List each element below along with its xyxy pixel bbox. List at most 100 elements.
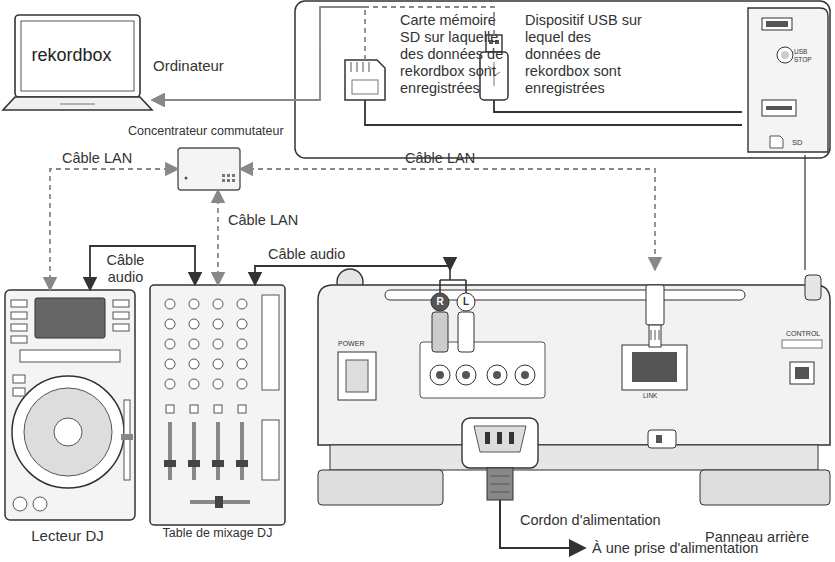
- power-cord: [487, 468, 585, 548]
- dj-mixer-illustration-part: [189, 359, 199, 369]
- front-panel-detail-part: [770, 136, 783, 148]
- dj-player-illustration-part: [11, 324, 27, 331]
- switching-hub-box-part: [227, 179, 230, 182]
- rear-panel: Panneau arrière: [315, 270, 830, 505]
- dj-player-illustration-part: [54, 418, 82, 446]
- cable-connector: [494, 100, 742, 112]
- node-sublabel: Ordinateur: [153, 57, 263, 75]
- switching-hub-box: [178, 148, 240, 190]
- dj-mixer-illustration-part: [188, 460, 200, 467]
- dj-mixer-illustration-part: [213, 379, 223, 389]
- computer: rekordboxOrdinateur: [3, 15, 152, 112]
- rear-panel-illustration-part: [330, 445, 818, 470]
- dj-player-illustration-part: [12, 376, 124, 488]
- part-label: Cordon d'alimentation: [520, 512, 661, 529]
- switching-hub-box-part: [178, 148, 240, 190]
- rear-panel-illustration-part: [649, 325, 661, 347]
- dj-player-illustration-part: [33, 497, 47, 511]
- dj-player: Lecteur DJ: [5, 290, 135, 520]
- dj-mixer-illustration-part: [238, 405, 246, 413]
- rear-panel-illustration-part: [432, 312, 448, 352]
- front-panel-detail-part: [766, 21, 788, 27]
- sd-card-icon-part: [351, 62, 352, 72]
- cable-label: Câble LAN: [62, 150, 132, 167]
- part-label: À une prise d'alimentation: [592, 540, 758, 557]
- dj-player-illustration-part: [11, 312, 27, 319]
- rear-panel-illustration-part: [462, 371, 470, 379]
- rear-panel-illustration-part: [805, 275, 821, 300]
- dj-mixer-illustration-part: [240, 422, 244, 480]
- cable-label: Câble audio: [98, 252, 153, 286]
- front-panel-detail-part: [762, 100, 796, 116]
- power-cord-part: [490, 476, 510, 492]
- detail-inset: [295, 1, 830, 158]
- front-panel-detail-part: [748, 8, 828, 152]
- dj-player-illustration-part: [24, 388, 112, 476]
- part-label: L: [457, 296, 475, 308]
- dj-mixer-illustration-part: [212, 460, 224, 467]
- rear-panel-illustration-part: [790, 362, 814, 384]
- rear-panel-illustration-part: [474, 426, 526, 452]
- rear-panel-illustration-part: [646, 285, 664, 325]
- dj-mixer-illustration-part: [213, 359, 223, 369]
- dj-mixer-illustration-part: [237, 359, 247, 369]
- dj-mixer-illustration-part: [189, 379, 199, 389]
- dj-mixer: Table de mixage DJ: [150, 285, 285, 525]
- rear-panel-illustration-part: [318, 285, 830, 445]
- dj-mixer-illustration-part: [165, 319, 175, 329]
- node-label: Lecteur DJ: [5, 527, 130, 545]
- rear-panel-illustration-part: [493, 371, 501, 379]
- dj-mixer-illustration-part: [214, 405, 222, 413]
- rear-panel-illustration-part: [436, 371, 444, 379]
- dj-mixer-illustration-part: [213, 339, 223, 349]
- rear-panel-illustration-part: [456, 365, 476, 385]
- part-label: POWER: [338, 340, 364, 348]
- detail-inset-part: [295, 1, 830, 158]
- node-label: rekordbox: [9, 45, 134, 66]
- dj-mixer-illustration-part: [168, 422, 172, 480]
- cable-connector: [804, 155, 805, 270]
- laptop-illustration: [3, 15, 152, 110]
- rear-panel-illustration-part: [485, 432, 490, 444]
- dj-mixer-illustration-part: [213, 299, 223, 309]
- rear-panel-illustration-part: [487, 365, 507, 385]
- dj-player-illustration: [5, 290, 135, 520]
- sd-card-icon-part: [369, 62, 370, 72]
- dj-player-illustration-part: [113, 312, 129, 319]
- lan-connector: [50, 169, 178, 290]
- dj-mixer-illustration-part: [237, 379, 247, 389]
- switching-hub: Concentrateur commutateur: [178, 148, 240, 190]
- part-label: R: [431, 296, 449, 308]
- rear-panel-illustration-part: [521, 371, 529, 379]
- dj-player-illustration-part: [113, 324, 129, 331]
- sd-card-icon-part: [352, 80, 378, 94]
- dj-mixer-illustration-part: [192, 422, 196, 480]
- dj-mixer-illustration-part: [150, 285, 285, 525]
- node-label: Dispositif USB sur lequel des données de…: [525, 12, 643, 97]
- dj-player-illustration-part: [11, 336, 27, 343]
- dj-mixer-illustration-part: [165, 379, 175, 389]
- cable-connector: [90, 246, 195, 290]
- dj-mixer-illustration: [150, 285, 285, 525]
- rear-panel-illustration-part: [632, 352, 677, 382]
- sd-card-icon-part: [363, 62, 364, 72]
- dj-mixer-illustration-part: [216, 422, 220, 480]
- dj-player-illustration-part: [13, 388, 25, 396]
- dj-mixer-illustration-part: [213, 319, 223, 329]
- node-sublabel: SD: [792, 139, 812, 148]
- dj-mixer-illustration-part: [164, 460, 176, 467]
- lan-connector: [240, 169, 655, 270]
- laptop-illustration-part: [60, 104, 95, 105]
- dj-mixer-illustration-part: [262, 295, 279, 390]
- rear-panel-illustration-part: [515, 365, 535, 385]
- switching-hub-box-part: [222, 174, 225, 177]
- node-label: Carte mémoire SD sur laquelle des donnée…: [400, 12, 512, 97]
- rear-panel-illustration-part: [338, 352, 376, 400]
- sd-card-icon: [345, 60, 385, 100]
- dj-mixer-illustration-part: [237, 319, 247, 329]
- cable-connector: [365, 100, 742, 125]
- cable-connector: [255, 266, 450, 285]
- front-panel-detail-part: [762, 18, 792, 30]
- dj-player-illustration-part: [121, 434, 133, 440]
